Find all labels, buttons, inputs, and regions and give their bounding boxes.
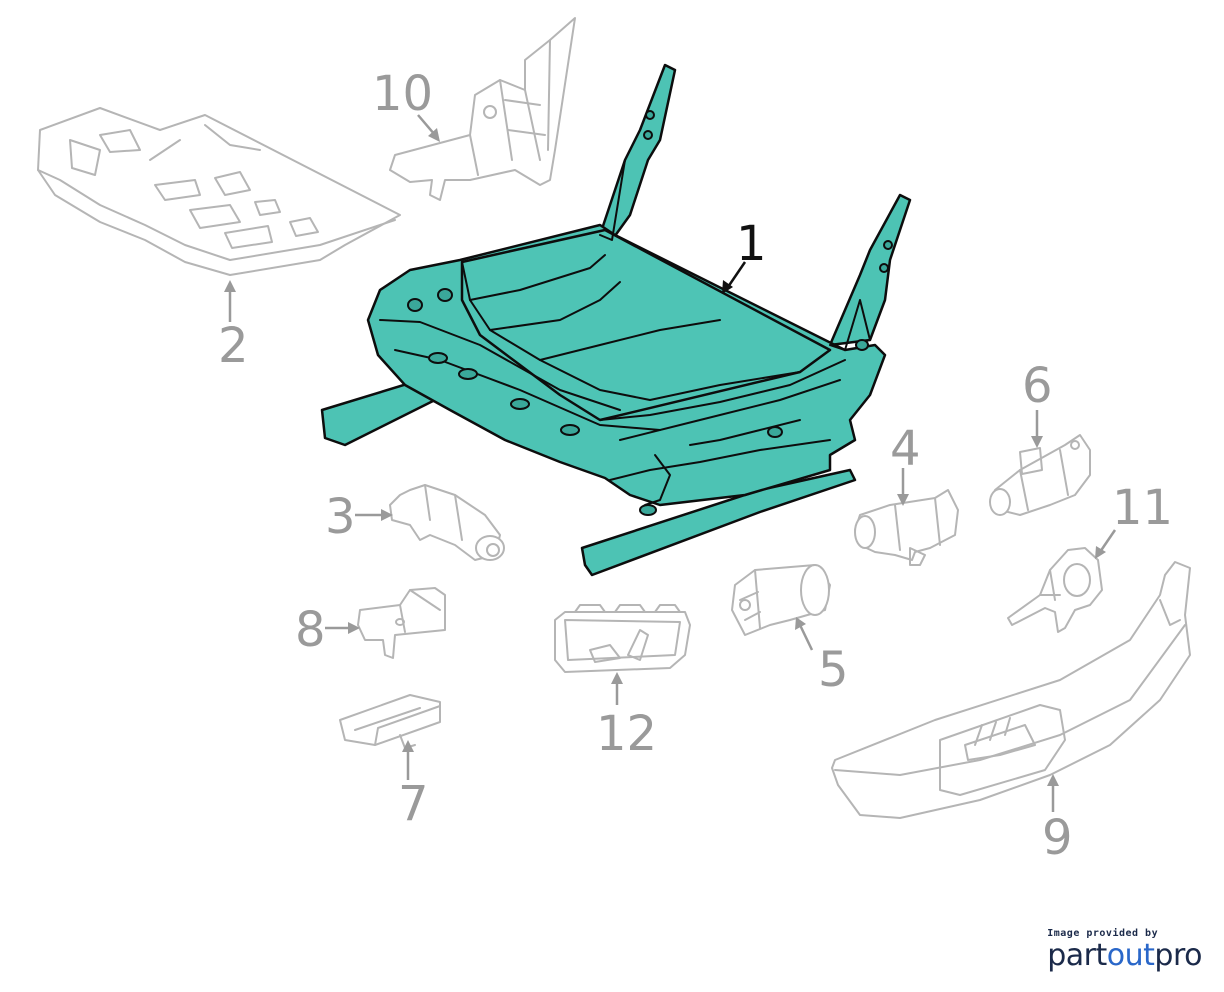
part-4-motor[interactable] <box>854 489 959 566</box>
logo-out: out <box>1106 938 1155 973</box>
part-3-motor[interactable] <box>389 484 505 561</box>
part-1-seat-frame[interactable] <box>320 63 912 577</box>
callout-12[interactable]: 12 <box>596 706 657 762</box>
partoutpro-logo: partoutpro <box>1047 939 1202 973</box>
part-9-side-trim[interactable] <box>831 561 1191 819</box>
callout-3[interactable]: 3 <box>325 489 356 545</box>
logo-pro: pro <box>1154 938 1202 973</box>
callout-5[interactable]: 5 <box>818 642 849 698</box>
part-8-bracket[interactable] <box>357 587 446 659</box>
part-12-switch[interactable] <box>554 604 691 673</box>
callout-2[interactable]: 2 <box>218 318 249 374</box>
part-6-motor[interactable] <box>989 434 1091 516</box>
callout-8[interactable]: 8 <box>295 602 326 658</box>
part-2-seat-cover[interactable] <box>37 107 401 276</box>
part-10-bracket[interactable] <box>389 17 576 201</box>
callout-11[interactable]: 11 <box>1112 480 1173 536</box>
logo-part: part <box>1047 938 1107 973</box>
part-5-motor[interactable] <box>731 564 831 636</box>
callout-7[interactable]: 7 <box>398 776 429 832</box>
part-11-bracket[interactable] <box>1007 547 1103 633</box>
leader-lines <box>224 114 1117 812</box>
part-7-clip[interactable] <box>339 694 441 749</box>
callout-9[interactable]: 9 <box>1042 810 1073 866</box>
callout-6[interactable]: 6 <box>1022 358 1053 414</box>
callout-1[interactable]: 1 <box>736 216 767 272</box>
callout-labels: 1 2 3 4 5 6 7 8 9 10 11 12 <box>218 66 1173 866</box>
callout-4[interactable]: 4 <box>890 421 921 477</box>
credit-caption: Image provided by <box>1047 928 1159 939</box>
callout-10[interactable]: 10 <box>372 66 433 122</box>
credit-badge: Image provided by partoutpro <box>1047 928 1202 973</box>
